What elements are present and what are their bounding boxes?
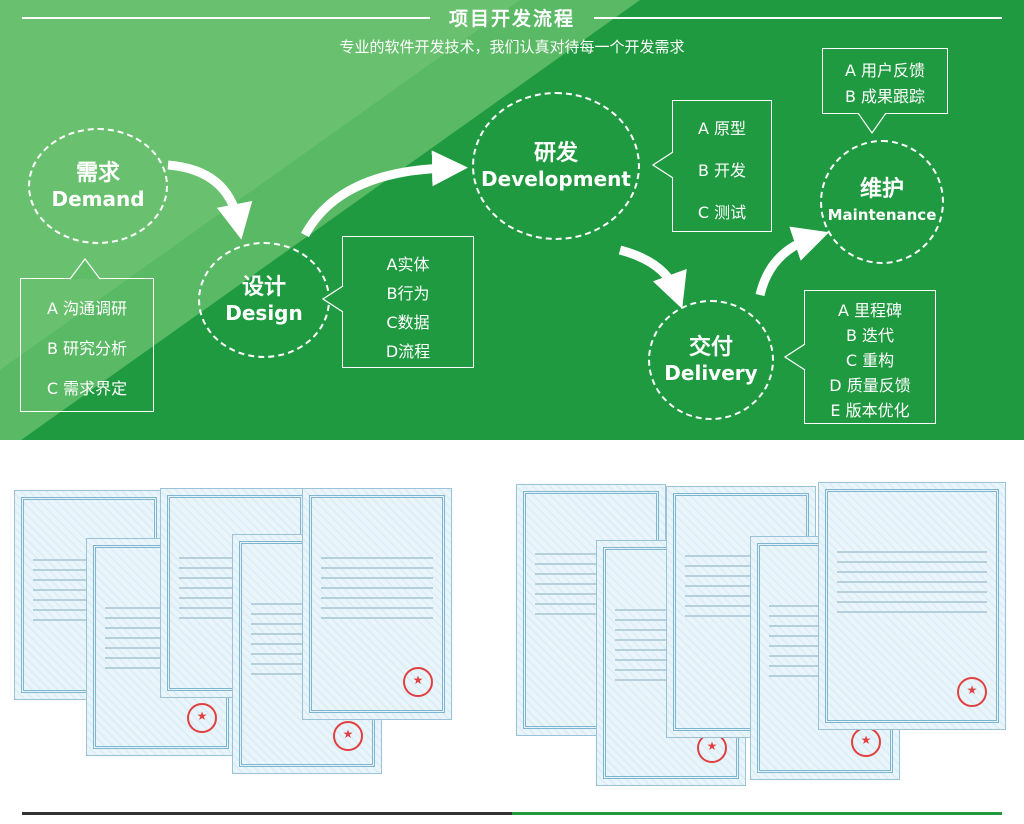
flow-arrows — [167, 150, 830, 309]
stage-demand-cn: 需求 — [75, 161, 120, 186]
certificate-image — [818, 482, 1006, 730]
demand-detail-a: A 沟通调研 — [46, 299, 128, 318]
delivery-detail-d: D 质量反馈 — [829, 376, 911, 395]
delivery-details: A 里程碑 B 迭代 C 重构 D 质量反馈 E 版本优化 — [804, 290, 936, 424]
stage-maintenance-en: Maintenance — [827, 206, 937, 224]
design-details: A实体 B行为 C数据 D流程 — [342, 236, 474, 368]
title-line-right — [594, 17, 1002, 19]
process-banner: 项目开发流程 专业的软件开发技术，我们认真对待每一个开发需求 需求 Demand… — [0, 0, 1024, 440]
section-header: 项目开发流程 — [0, 4, 1024, 30]
arrow-delivery-to-maintenance — [755, 226, 830, 297]
delivery-detail-a: A 里程碑 — [837, 301, 903, 320]
demand-detail-c: C 需求界定 — [46, 379, 128, 398]
development-detail-a: A 原型 — [697, 119, 747, 138]
development-detail-c: C 测试 — [697, 203, 747, 222]
delivery-detail-c: C 重构 — [845, 351, 895, 370]
title-line-left — [22, 17, 430, 19]
delivery-pointer — [784, 344, 806, 370]
arrow-design-to-development — [301, 150, 468, 238]
certificates-left — [0, 470, 512, 800]
page-subtitle: 专业的软件开发技术，我们认真对待每一个开发需求 — [339, 38, 685, 56]
stage-delivery[interactable]: 交付 Delivery — [648, 300, 774, 420]
maintenance-detail-b: B 成果跟踪 — [844, 87, 926, 106]
design-detail-d: D流程 — [385, 342, 431, 361]
stage-design[interactable]: 设计 Design — [198, 242, 330, 358]
bottom-divider — [22, 812, 1002, 815]
demand-details: A 沟通调研 B 研究分析 C 需求界定 — [20, 278, 154, 412]
stage-demand[interactable]: 需求 Demand — [28, 128, 168, 244]
arrow-development-to-delivery — [618, 245, 687, 309]
page-title: 项目开发流程 — [448, 8, 575, 30]
design-detail-c: C数据 — [386, 313, 430, 332]
design-detail-a: A实体 — [386, 255, 430, 274]
development-pointer — [652, 152, 674, 178]
certificate-image — [302, 488, 452, 720]
stage-maintenance[interactable]: 维护 Maintenance — [820, 140, 944, 264]
stage-demand-en: Demand — [51, 187, 145, 211]
development-detail-b: B 开发 — [697, 161, 747, 180]
stage-design-cn: 设计 — [241, 275, 286, 300]
development-details: A 原型 B 开发 C 测试 — [672, 100, 772, 232]
stage-maintenance-cn: 维护 — [859, 177, 904, 202]
arrow-demand-to-design — [167, 160, 253, 240]
stage-design-en: Design — [225, 301, 303, 325]
stage-development-en: Development — [481, 167, 631, 191]
delivery-detail-e: E 版本优化 — [830, 401, 910, 420]
design-detail-b: B行为 — [386, 284, 430, 303]
stage-development[interactable]: 研发 Development — [472, 92, 640, 240]
design-pointer — [322, 286, 344, 312]
certificates-right — [512, 470, 1024, 800]
stage-development-cn: 研发 — [533, 141, 578, 166]
delivery-detail-b: B 迭代 — [845, 326, 895, 345]
maintenance-pointer — [858, 113, 886, 135]
maintenance-details: A 用户反馈 B 成果跟踪 — [822, 48, 948, 114]
demand-detail-b: B 研究分析 — [46, 339, 128, 358]
stage-delivery-en: Delivery — [664, 361, 758, 385]
demand-pointer — [70, 258, 100, 280]
stage-delivery-cn: 交付 — [688, 335, 733, 360]
maintenance-detail-a: A 用户反馈 — [844, 61, 926, 80]
